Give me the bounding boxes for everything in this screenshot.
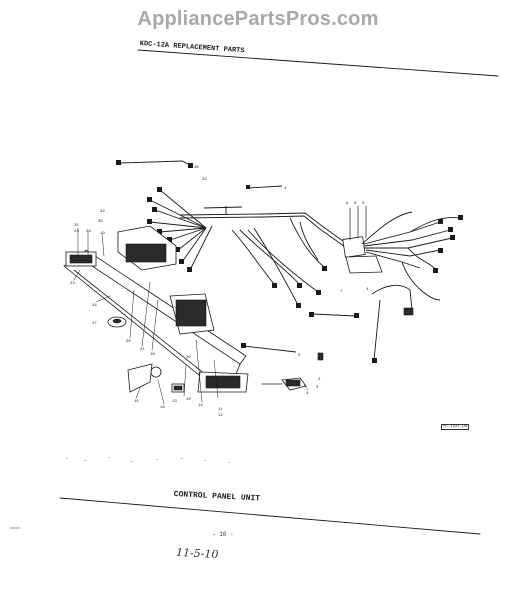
svg-text:25: 25 (74, 224, 79, 228)
terminal-block-assembly (342, 205, 463, 301)
callout-leaders (73, 227, 309, 405)
svg-text:35: 35 (98, 220, 103, 224)
scan-noise (66, 457, 230, 463)
svg-text:3: 3 (362, 202, 365, 206)
svg-text:5: 5 (298, 354, 301, 358)
loose-wire-top (116, 160, 193, 168)
svg-text:3: 3 (316, 386, 319, 390)
svg-text:26: 26 (86, 230, 91, 234)
svg-text:13: 13 (172, 400, 177, 404)
switch-block-left (65, 225, 177, 271)
small-parts (107, 316, 307, 393)
page-number: - 10 - (212, 531, 234, 538)
svg-text:20: 20 (186, 356, 191, 360)
svg-text:19: 19 (100, 232, 105, 236)
main-wire-harness (147, 185, 351, 308)
svg-text:7: 7 (340, 290, 343, 294)
loose-wire-center (309, 312, 359, 318)
drawing-reference-code: PC-1221-DB (441, 424, 470, 430)
header-rule (137, 49, 499, 77)
svg-text:8: 8 (354, 202, 357, 206)
svg-text:38: 38 (194, 166, 199, 170)
svg-text:11: 11 (218, 408, 223, 412)
svg-text:4: 4 (366, 288, 369, 292)
svg-text:34: 34 (92, 304, 97, 308)
timer-switch (169, 293, 215, 335)
svg-text:10: 10 (186, 398, 191, 402)
svg-text:20: 20 (126, 340, 131, 344)
handwritten-date: 11-5-10 (175, 545, 219, 562)
svg-text:14: 14 (198, 404, 203, 408)
caption-rule (59, 497, 481, 535)
svg-text:32: 32 (100, 210, 105, 214)
svg-text:4: 4 (306, 392, 309, 396)
loose-wire-right (371, 284, 414, 363)
callout-numbers: 38 22 1 32 35 25 24 26 19 23 34 27 20 21… (70, 166, 369, 418)
svg-text:2: 2 (318, 378, 321, 382)
watermark-text: AppliancePartsPros.com (137, 8, 379, 30)
svg-text:12: 12 (218, 414, 223, 418)
svg-text:1: 1 (284, 187, 287, 191)
svg-text:9: 9 (346, 202, 349, 206)
svg-text:16: 16 (160, 406, 165, 410)
svg-text:15: 15 (134, 400, 139, 404)
loose-wire-lower (241, 343, 324, 361)
svg-text:24: 24 (74, 230, 79, 234)
svg-text:21: 21 (140, 348, 145, 352)
svg-text:23: 23 (70, 282, 75, 286)
svg-text:27: 27 (92, 322, 97, 326)
svg-text:22: 22 (202, 178, 207, 182)
svg-text:18: 18 (150, 353, 155, 357)
